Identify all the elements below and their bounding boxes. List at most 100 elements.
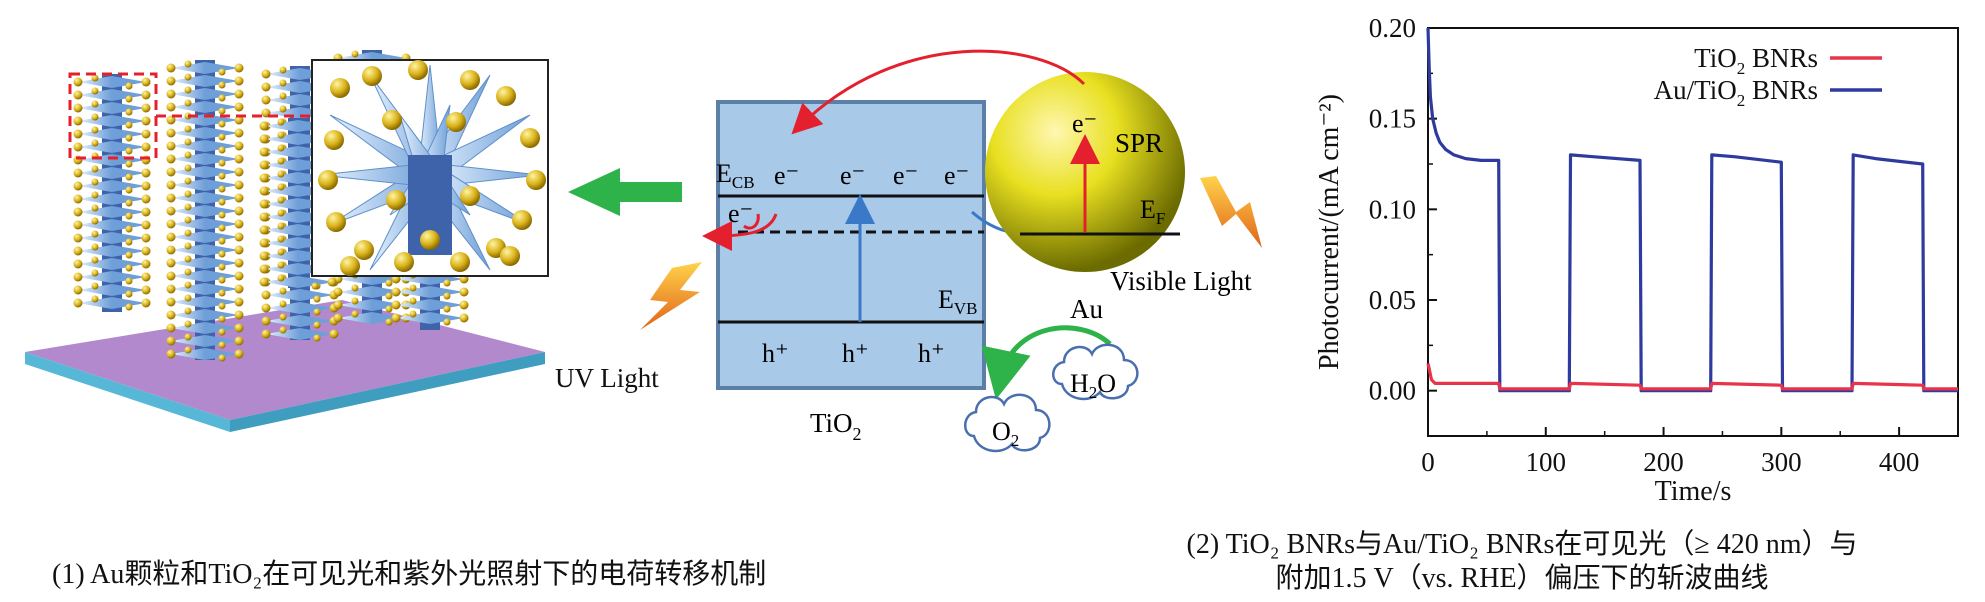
- inset-au-particle: [354, 240, 374, 260]
- au-particle: [234, 232, 244, 242]
- nanorod-spike: [112, 245, 146, 257]
- nanorod-spike: [171, 127, 205, 139]
- nanorod-spike: [78, 245, 112, 257]
- nanorod-spike: [78, 76, 112, 88]
- au-particle: [73, 246, 83, 256]
- au-particle: [259, 121, 269, 131]
- nanorod-spike: [78, 284, 112, 296]
- nanorod-spike: [264, 276, 298, 288]
- nanorod-spike: [112, 128, 146, 140]
- au-particle: [166, 323, 176, 333]
- au-particle: [73, 103, 83, 113]
- au-particle: [141, 116, 151, 126]
- au-particle: [73, 142, 83, 152]
- au-particle: [351, 284, 359, 292]
- au-particle: [409, 284, 417, 292]
- au-particle: [279, 326, 287, 334]
- au-particle: [91, 230, 99, 238]
- au-particle: [166, 141, 176, 151]
- au-particle: [141, 129, 151, 139]
- au-particle: [184, 242, 192, 250]
- nanorod-spike: [300, 302, 334, 314]
- tio2-label: TiO2: [810, 408, 862, 444]
- au-particle: [125, 95, 133, 103]
- electron-drop-arrow: [743, 213, 760, 230]
- visible-light-bolt-icon: [1200, 176, 1262, 248]
- caption-right: (2) TiO₂ BNRs与Au/TiO₂ BNRs在可见光（≥ 420 nm）…: [1112, 528, 1932, 596]
- au-particle: [125, 251, 133, 259]
- au-particle: [166, 258, 176, 268]
- au-particle: [277, 157, 285, 165]
- au-particle: [259, 173, 269, 183]
- nanorod-spike: [171, 153, 205, 165]
- au-particle: [261, 69, 271, 79]
- au-particle: [91, 256, 99, 264]
- au-particle: [166, 284, 176, 294]
- caption-left: (1) Au颗粒和TiO₂在可见光和紫外光照射下的电荷转移机制: [52, 559, 767, 590]
- nanorod-spike: [171, 218, 205, 230]
- au-particle: [234, 323, 244, 333]
- inset-au-particle: [450, 252, 470, 272]
- nanorod-spike: [264, 120, 298, 132]
- y-tick-label: 0.00: [1369, 376, 1416, 406]
- au-particle: [166, 180, 176, 190]
- au-particle: [125, 290, 133, 298]
- series-line: [1426, 363, 1958, 391]
- legend-label: Au/TiO2 BNRs: [1654, 75, 1818, 110]
- nanorod-spike: [205, 101, 239, 113]
- nanorod: [166, 60, 244, 362]
- spr-label: SPR: [1115, 128, 1163, 158]
- au-particle: [218, 211, 226, 219]
- tio2-band-diagram: [716, 100, 986, 390]
- electron-trap-arrow: [702, 213, 778, 251]
- au-particle: [73, 285, 83, 295]
- au-particle: [234, 128, 244, 138]
- nanorod-spike: [264, 133, 298, 145]
- nanorod-spike: [171, 179, 205, 191]
- au-particle: [125, 82, 133, 90]
- au-particle: [218, 341, 226, 349]
- uv-light-label: UV Light: [555, 363, 659, 393]
- au-particle: [184, 294, 192, 302]
- au-particle: [277, 118, 285, 126]
- nanorod-spike: [372, 286, 406, 298]
- nanorod-spike: [205, 348, 239, 360]
- au-particle: [261, 290, 271, 300]
- au-particle: [443, 292, 451, 300]
- nanorod-spike: [264, 185, 298, 197]
- au-particle: [91, 100, 99, 108]
- nanorod-spike: [372, 299, 406, 311]
- au-particle: [184, 73, 192, 81]
- nanorod-spike: [171, 335, 205, 347]
- au-particle: [261, 329, 271, 339]
- au-particle: [329, 329, 339, 339]
- nanorod-spike: [171, 348, 205, 360]
- nanorod-spike: [78, 141, 112, 153]
- au-particle: [234, 297, 244, 307]
- au-particle: [409, 310, 417, 318]
- nanorod-spike: [171, 257, 205, 269]
- au-particle: [166, 89, 176, 99]
- hole-1: h⁺: [762, 339, 789, 368]
- substrate: [25, 300, 545, 432]
- au-particle: [141, 207, 151, 217]
- au-particle: [184, 190, 192, 198]
- au-particle: [391, 313, 401, 323]
- au-particle: [184, 216, 192, 224]
- au-particle: [91, 191, 99, 199]
- au-particle: [234, 154, 244, 164]
- au-particle: [234, 180, 244, 190]
- inset-au-particle: [526, 170, 546, 190]
- au-particle: [277, 222, 285, 230]
- au-particle: [125, 264, 133, 272]
- nanorod-spike: [205, 335, 239, 347]
- au-particle: [277, 261, 285, 269]
- y-tick-label: 0.10: [1369, 194, 1416, 224]
- zoom-inset: [311, 59, 549, 277]
- au-particle: [184, 125, 192, 133]
- au-particle: [385, 292, 393, 300]
- nanorod-spike: [264, 146, 298, 158]
- au-particle: [125, 186, 133, 194]
- au-particle: [277, 209, 285, 217]
- au-particle: [91, 282, 99, 290]
